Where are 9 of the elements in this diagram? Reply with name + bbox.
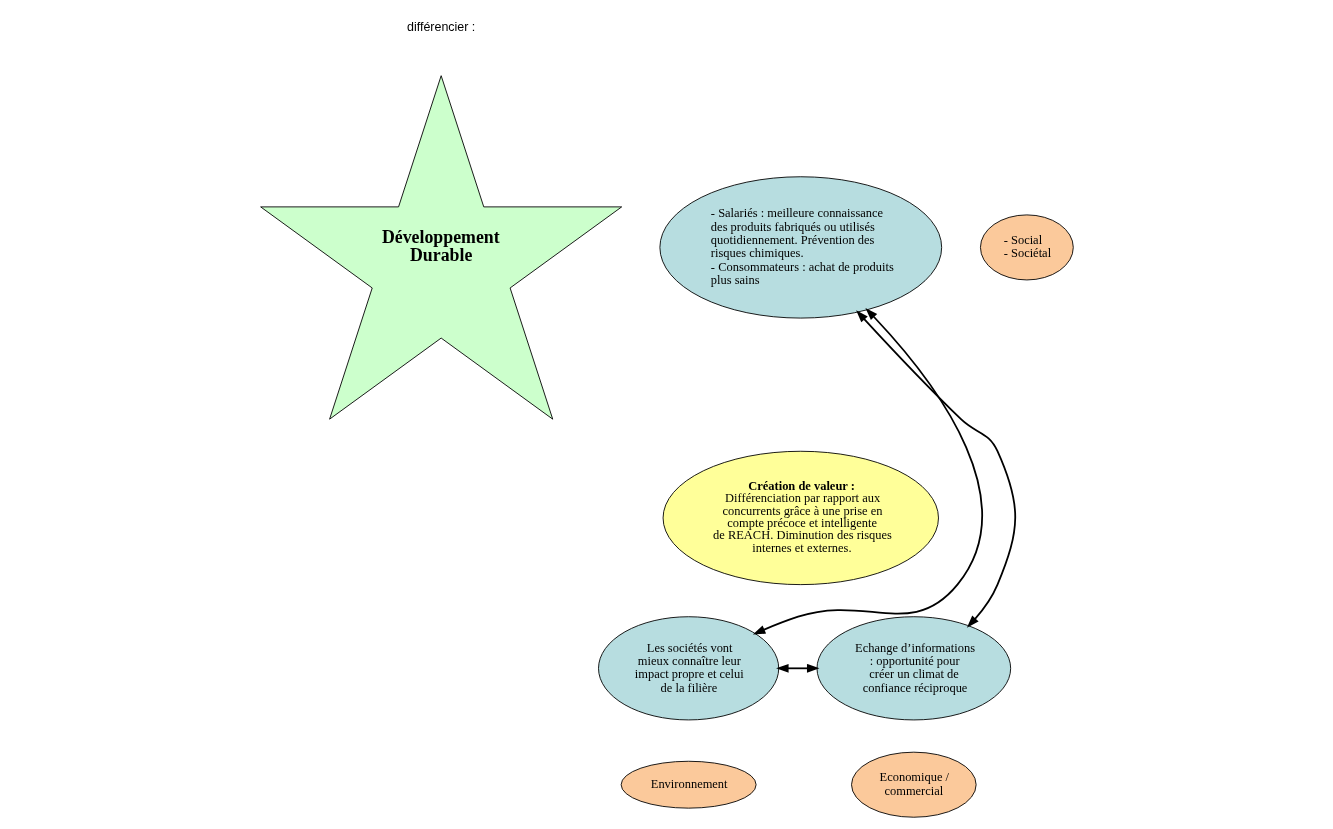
- arrow: [752, 307, 983, 635]
- arrow: [775, 663, 819, 673]
- node-ellipse: - Social - Sociétal: [979, 214, 1074, 281]
- node-ellipse: Economique / commercial: [850, 751, 977, 818]
- node-ellipse: Création de valeur : Différenciation par rapport aux concurrents grâce à une prise en compte précoce et intelligente de REACH. Diminution des risques internes et externes.: [662, 450, 939, 586]
- node-ellipse: Les sociétés vont mieux connaître leur impact propre et celui de la filière: [597, 616, 779, 721]
- arrow: [855, 310, 1016, 628]
- label: différencier :: [406, 19, 475, 34]
- node-ellipse: Environnement: [620, 760, 757, 809]
